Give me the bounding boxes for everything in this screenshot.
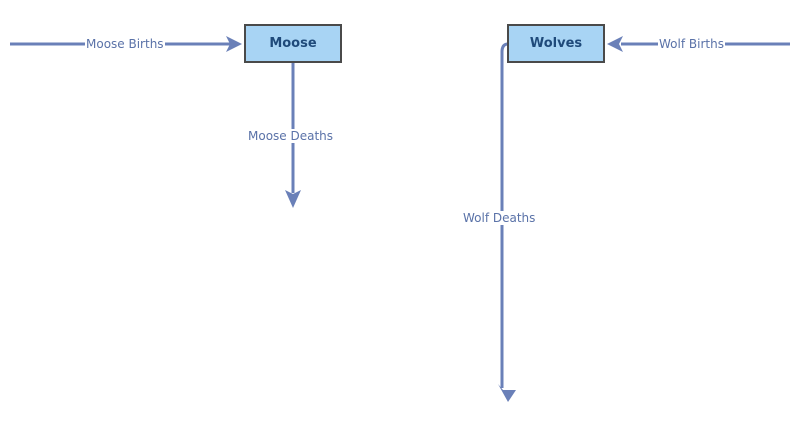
moose-deaths-label[interactable]: Moose Deaths xyxy=(247,129,335,143)
wolf-deaths-label[interactable]: Wolf Deaths xyxy=(462,211,537,225)
moose-births-arrowhead-icon xyxy=(226,36,242,52)
wolf-deaths-arrowhead-icon xyxy=(498,384,516,402)
wolf-births-label[interactable]: Wolf Births xyxy=(658,37,725,51)
wolves-stock[interactable]: Wolves xyxy=(507,24,605,63)
wolf-deaths-flow-line xyxy=(500,42,509,388)
wolf-births-arrowhead-icon xyxy=(607,36,623,52)
moose-deaths-arrowhead-icon xyxy=(285,190,301,208)
moose-births-label[interactable]: Moose Births xyxy=(85,37,165,51)
moose-stock[interactable]: Moose xyxy=(244,24,342,63)
